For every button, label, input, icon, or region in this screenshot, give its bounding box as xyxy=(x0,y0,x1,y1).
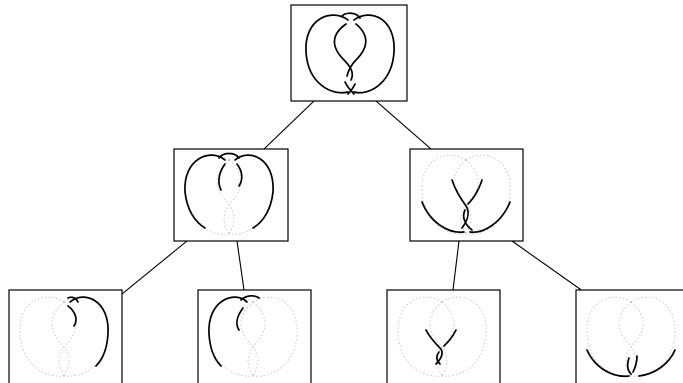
tree-edges xyxy=(121,100,588,295)
knot-diagram-resolved xyxy=(184,152,274,229)
edge-right-right-right xyxy=(511,240,588,295)
edge-left-left-left xyxy=(121,240,188,295)
knot-diagram-full xyxy=(305,12,395,95)
tree-node-right xyxy=(409,148,524,242)
edge-root-right xyxy=(375,100,432,150)
node-frame xyxy=(386,289,501,383)
node-frame xyxy=(575,289,683,383)
knot-diagram-resolved xyxy=(421,179,511,233)
tree-node-left-right xyxy=(197,289,312,383)
knot-diagram-resolved xyxy=(208,294,260,367)
edge-right-right-left xyxy=(452,240,460,291)
node-frame xyxy=(8,289,123,383)
edge-left-left-right xyxy=(236,240,245,291)
knot-diagram-resolved xyxy=(586,349,676,378)
node-frame xyxy=(173,148,289,242)
node-frame xyxy=(409,148,524,242)
knot-diagram-resolved xyxy=(425,329,457,365)
tree-node-left-left xyxy=(8,289,123,383)
tree-node-root xyxy=(290,4,408,102)
tree-node-right-right xyxy=(575,289,683,383)
knot-diagram-resolved xyxy=(67,296,109,367)
tree-node-left xyxy=(173,148,289,242)
node-frame xyxy=(197,289,312,383)
edge-root-left xyxy=(263,100,315,150)
tree-node-right-left xyxy=(386,289,501,383)
node-frame xyxy=(290,4,408,102)
